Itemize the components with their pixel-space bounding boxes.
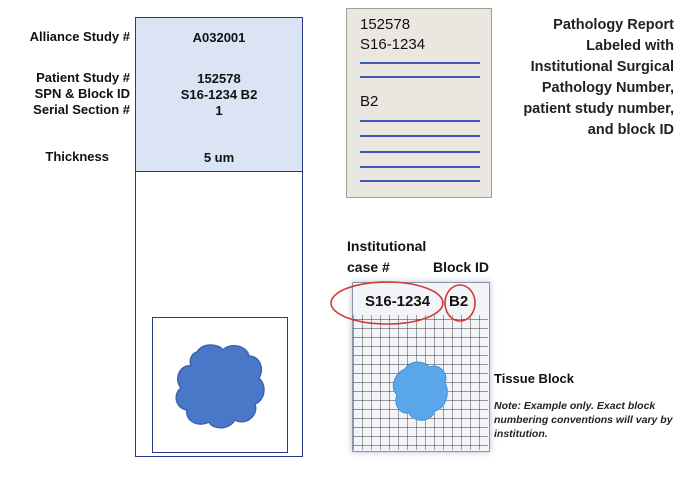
- tissue-in-block: [392, 361, 448, 421]
- block-id-label: Block ID: [433, 259, 490, 275]
- report-caption-line: Pathology Number,: [541, 80, 674, 96]
- note-text: Note: Example only. Exact block numberin…: [494, 400, 673, 440]
- report-line: [360, 180, 480, 182]
- report-line: [360, 76, 480, 78]
- microscope-slide: A032001 152578 S16-1234 B2 1 5 um: [135, 17, 303, 457]
- tissue-block-grid: [353, 315, 488, 450]
- tissue-block: [352, 282, 490, 452]
- alliance-study-label: Alliance Study #: [29, 29, 130, 44]
- report-line: [360, 166, 480, 168]
- block-case-number: S16-1234: [365, 293, 431, 310]
- report-line: [360, 135, 480, 137]
- report-line: [360, 120, 480, 122]
- spn-block-label: SPN & Block ID: [34, 86, 130, 101]
- report-caption: Pathology Report Labeled with Institutio…: [490, 15, 674, 141]
- report-patient-number: 152578: [360, 16, 411, 33]
- report-block-id: B2: [360, 93, 379, 110]
- institutional-label: Institutional: [347, 238, 427, 254]
- callout-annotations: [330, 281, 476, 325]
- thickness-value: 5 um: [203, 150, 235, 165]
- pathology-report-card: 152578 S16-1234 B2: [346, 8, 492, 198]
- block-id-value: B2: [449, 293, 469, 310]
- tissue-section-shape: [175, 344, 265, 429]
- case-number-label: case #: [347, 259, 390, 275]
- case-number-callout: [330, 281, 444, 325]
- patient-study-label: Patient Study #: [36, 70, 130, 85]
- tissue-block-label: Tissue Block: [494, 371, 574, 386]
- report-surgical-number: S16-1234: [360, 36, 426, 53]
- report-caption-line: and block ID: [587, 122, 674, 138]
- report-caption-line: Pathology Report: [553, 17, 674, 33]
- block-id-callout: [444, 284, 476, 322]
- thickness-label: Thickness: [45, 149, 109, 164]
- serial-section-value: 1: [215, 103, 223, 118]
- serial-section-label: Serial Section #: [33, 102, 130, 117]
- spn-block-value: S16-1234 B2: [180, 87, 258, 102]
- alliance-study-value: A032001: [192, 30, 246, 45]
- slide-label-area: A032001 152578 S16-1234 B2 1 5 um: [136, 18, 302, 172]
- report-caption-line: Labeled with: [586, 38, 674, 54]
- report-line: [360, 62, 480, 64]
- patient-study-value: 152578: [197, 71, 241, 86]
- report-line: [360, 151, 480, 153]
- report-caption-line: patient study number,: [523, 101, 674, 117]
- tissue-section-window: [152, 317, 288, 453]
- report-caption-line: Institutional Surgical: [530, 59, 674, 75]
